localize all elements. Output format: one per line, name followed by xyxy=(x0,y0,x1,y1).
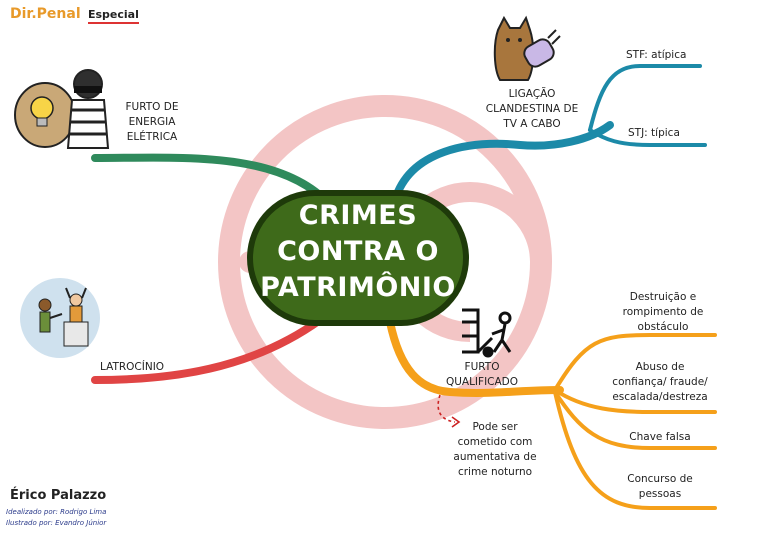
branch-teal-stj xyxy=(588,128,707,147)
label-crime-noturno: Pode ser cometido com aumentativa de cri… xyxy=(453,421,537,478)
author-name: Érico Palazzo xyxy=(10,488,107,503)
credit-idealizado: Idealizado por: Rodrigo Lima xyxy=(6,508,107,516)
label-concurso-pessoas: Concurso de pessoas xyxy=(627,473,693,500)
central-topic-line-1: CRIMES xyxy=(298,200,418,231)
dolly-thief-icon xyxy=(462,308,512,358)
dashed-arrow-head xyxy=(451,416,461,428)
central-topic-line-3: PATRIMÔNIO xyxy=(260,272,456,303)
cat-plug-icon xyxy=(493,15,561,81)
brand-title: Dir.Penal xyxy=(10,6,81,22)
robbery-scene-icon xyxy=(20,278,100,358)
label-latrocinio: LATROCÍNIO xyxy=(100,361,165,373)
central-topic-line-2: CONTRA O xyxy=(277,236,439,267)
label-furto-energia: FURTO DE ENERGIA ELÉTRICA xyxy=(125,101,179,143)
credit-ilustrado: Ilustrado por: Evandro Júnior xyxy=(6,519,107,527)
branch-red xyxy=(91,316,324,384)
branch-teal-main xyxy=(391,121,614,204)
label-stj: STJ: típica xyxy=(628,127,680,139)
dashed-arrow xyxy=(437,394,456,423)
central-topic: CRIMES CONTRA O PATRIMÔNIO xyxy=(252,198,464,306)
branch-orange-subs xyxy=(553,333,717,510)
branch-teal-stf xyxy=(588,64,702,132)
label-destruicao: Destruição e rompimento de obstáculo xyxy=(622,291,704,333)
branch-green xyxy=(91,153,334,209)
brand-subtitle: Especial xyxy=(88,8,139,24)
label-furto-qualificado: FURTO QUALIFICADO xyxy=(445,361,519,388)
center-node xyxy=(247,190,469,326)
label-ligacao-clandestina: LIGAÇÃO CLANDESTINA DE TV A CABO xyxy=(485,88,579,130)
label-abuso-confianca: Abuso de confiança/ fraude/ escalada/des… xyxy=(612,361,708,403)
label-stf: STF: atípica xyxy=(626,49,687,61)
lightbulb-thief-icon xyxy=(14,69,110,149)
label-chave-falsa: Chave falsa xyxy=(629,431,691,443)
branch-orange-main xyxy=(386,318,564,397)
